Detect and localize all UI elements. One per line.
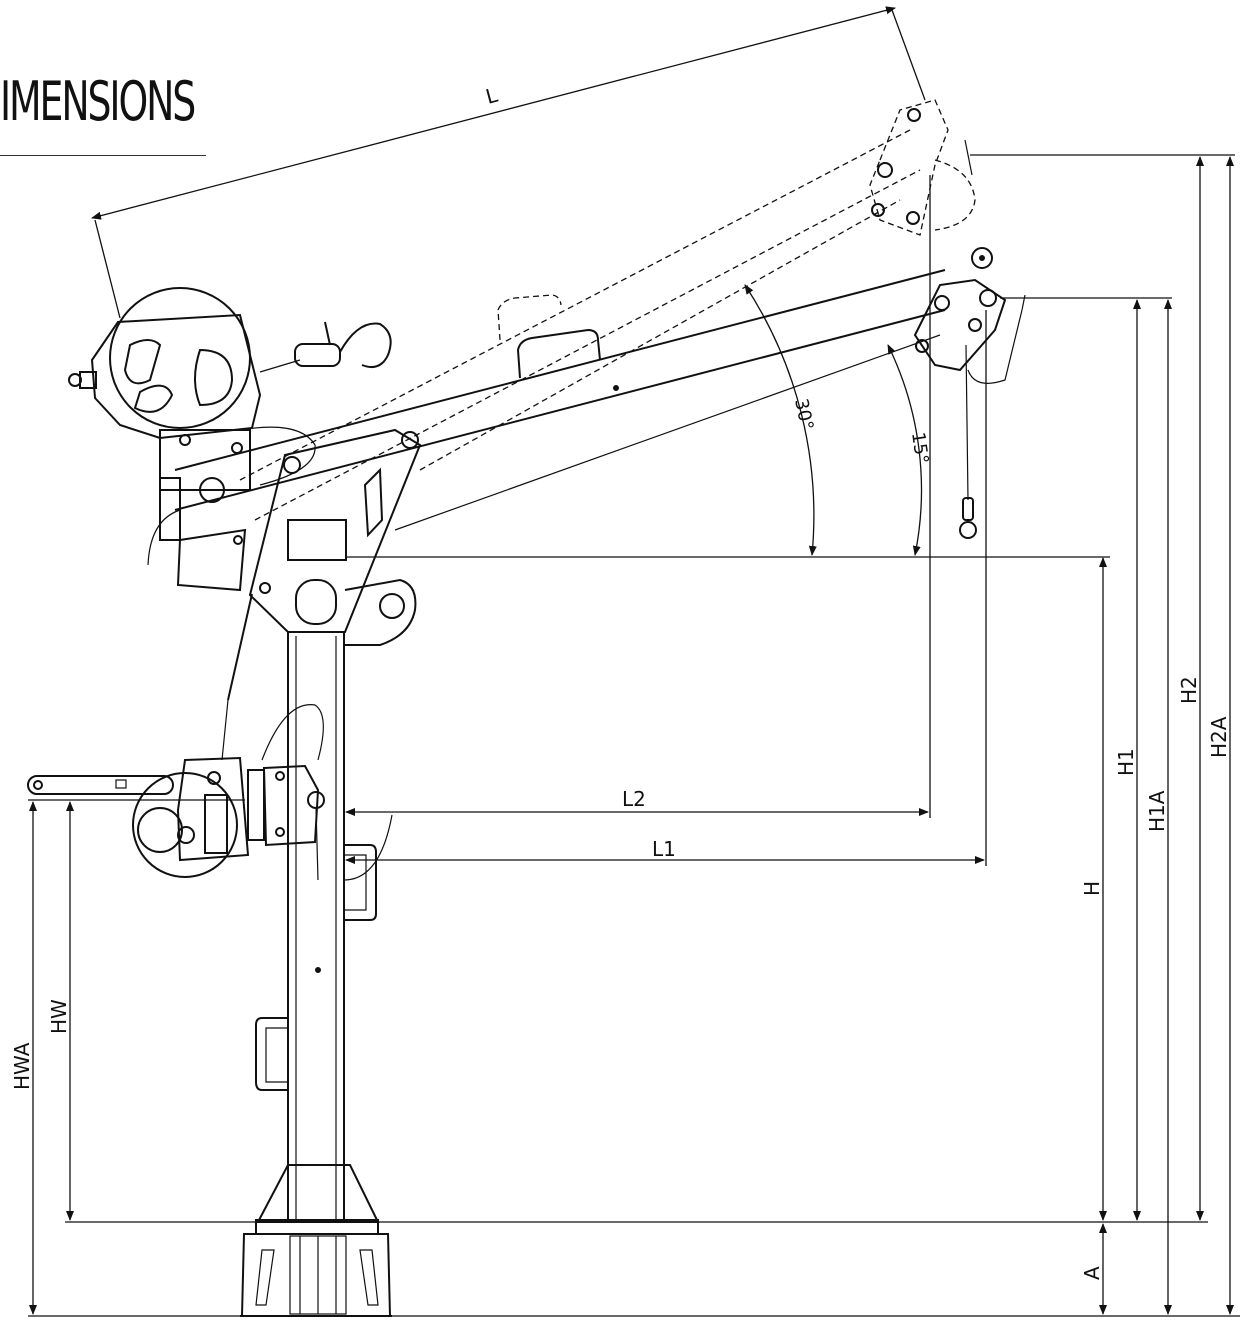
dim-label-H1A: H1A	[1145, 790, 1169, 832]
angle-label-15: 15°	[907, 431, 932, 466]
dim-label-HW: HW	[47, 999, 71, 1034]
dim-label-HWA: HWA	[10, 1042, 34, 1090]
dim-label-A: A	[1080, 1266, 1104, 1280]
dimension-lines	[28, 6, 1240, 1317]
pivot-plate	[221, 428, 422, 761]
dim-label-L: L	[483, 83, 501, 109]
angle-label-30: 30°	[790, 397, 817, 433]
boom-winch	[68, 287, 392, 592]
dim-label-H2: H2	[1177, 676, 1201, 704]
dim-label-H: H	[1080, 881, 1104, 896]
dim-label-H2A: H2A	[1207, 716, 1231, 758]
section-heading: IMENSIONS	[0, 70, 196, 133]
boom-raised	[239, 99, 976, 521]
dim-label-H1: H1	[1114, 748, 1138, 776]
dim-label-L1: L1	[652, 837, 676, 861]
heading-underline	[0, 155, 206, 156]
mast-winch	[27, 704, 393, 881]
dim-label-L2: L2	[622, 787, 646, 811]
crane-base	[240, 1164, 392, 1317]
crane-mast	[255, 631, 377, 1221]
